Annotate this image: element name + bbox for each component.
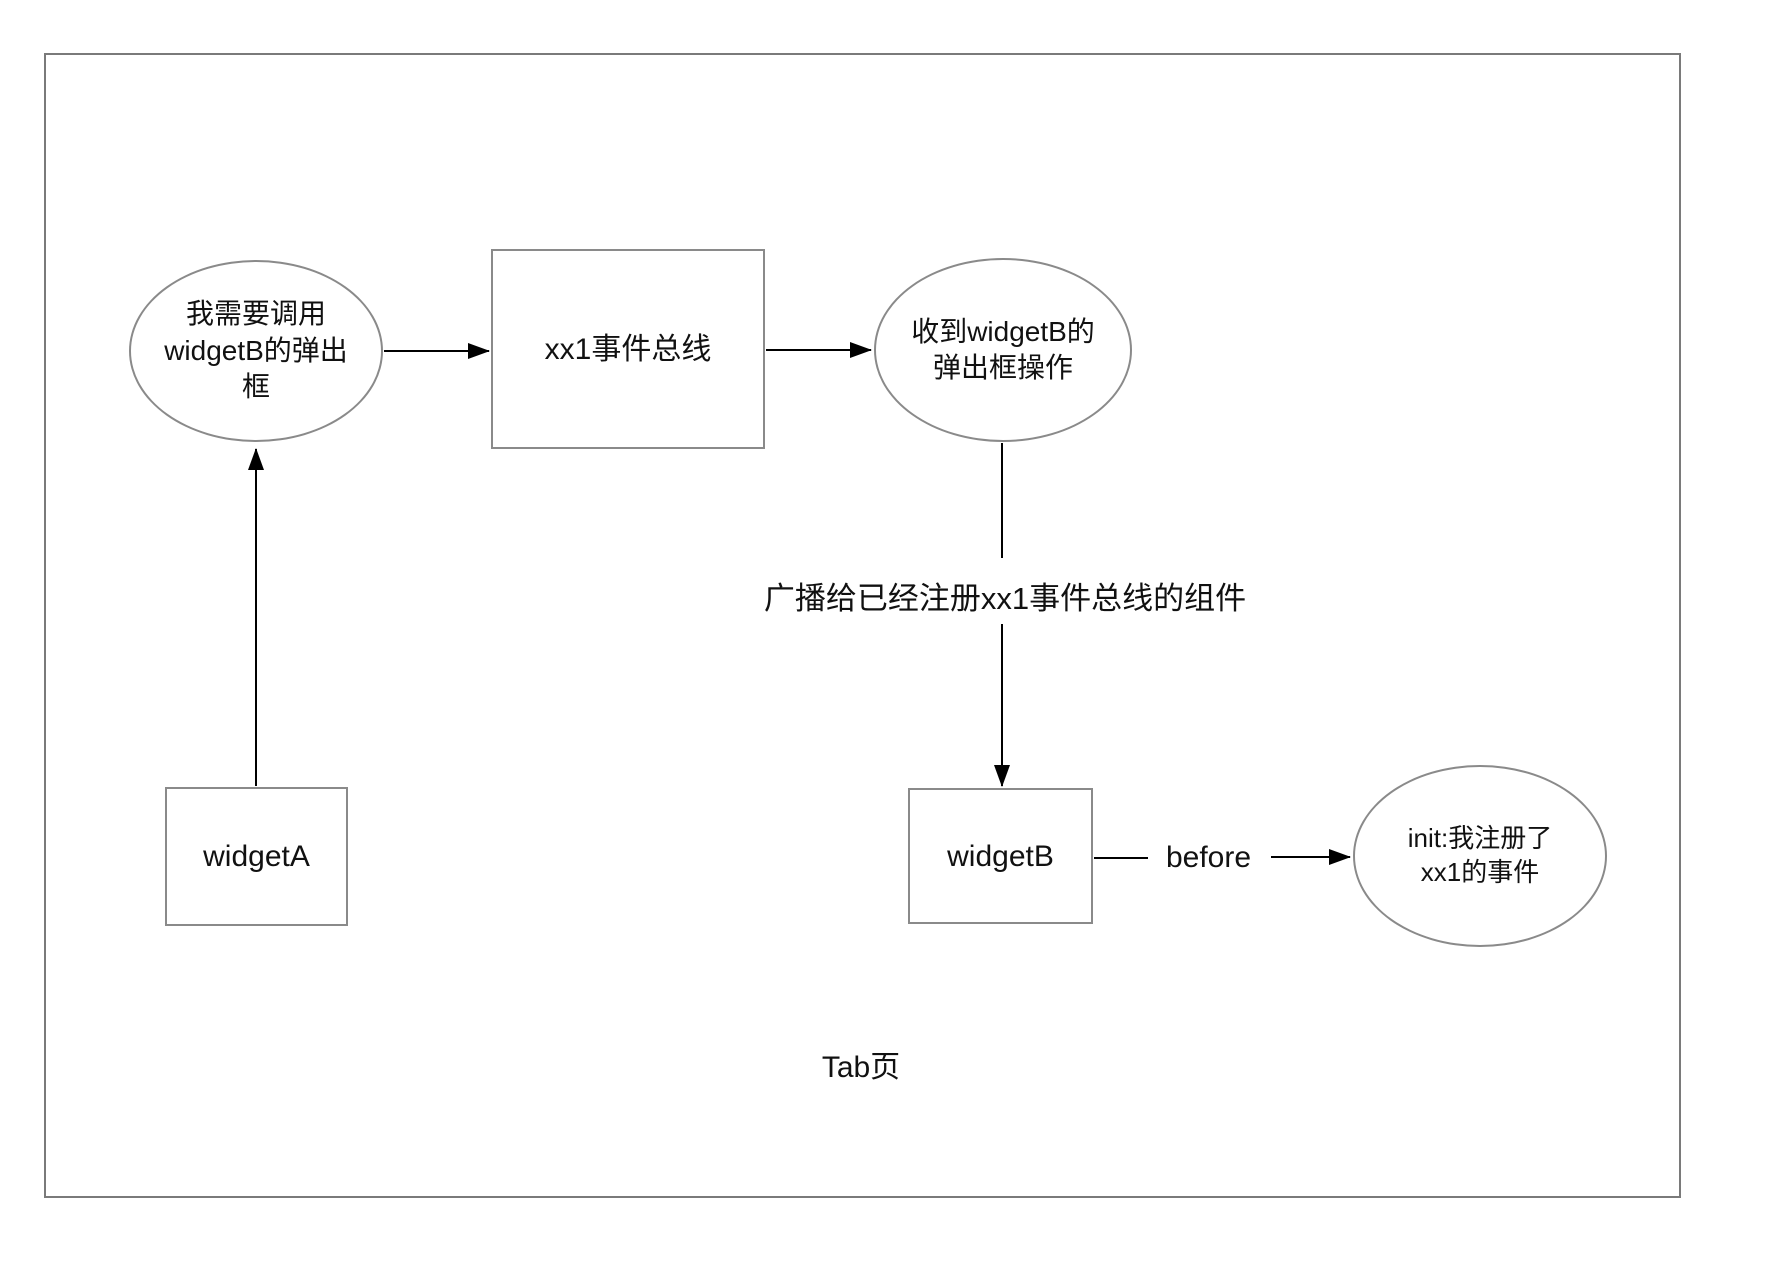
- node-need-popup: 我需要调用 widgetB的弹出 框: [129, 260, 383, 442]
- node-widget-b: widgetB: [908, 788, 1093, 924]
- node-init-registered-event-label: init:我注册了 xx1的事件: [1407, 823, 1553, 887]
- node-received-popup-op-label: 收到widgetB的 弹出框操作: [911, 315, 1095, 383]
- node-init-registered-event: init:我注册了 xx1的事件: [1353, 765, 1607, 947]
- node-widget-b-label: widgetB: [947, 839, 1054, 873]
- node-widget-a: widgetA: [165, 787, 348, 926]
- node-event-bus-label: xx1事件总线: [544, 332, 712, 366]
- node-event-bus: xx1事件总线: [491, 249, 765, 449]
- node-widget-a-label: widgetA: [203, 840, 310, 873]
- before-edge-label: before: [1165, 841, 1252, 874]
- node-need-popup-label: 我需要调用 widgetB的弹出 框: [164, 298, 348, 403]
- tab-page-label: Tab页: [821, 1051, 901, 1084]
- node-received-popup-op: 收到widgetB的 弹出框操作: [874, 258, 1132, 442]
- broadcast-edge-label: 广播给已经注册xx1事件总线的组件: [763, 581, 1247, 616]
- diagram-frame: [44, 53, 1681, 1198]
